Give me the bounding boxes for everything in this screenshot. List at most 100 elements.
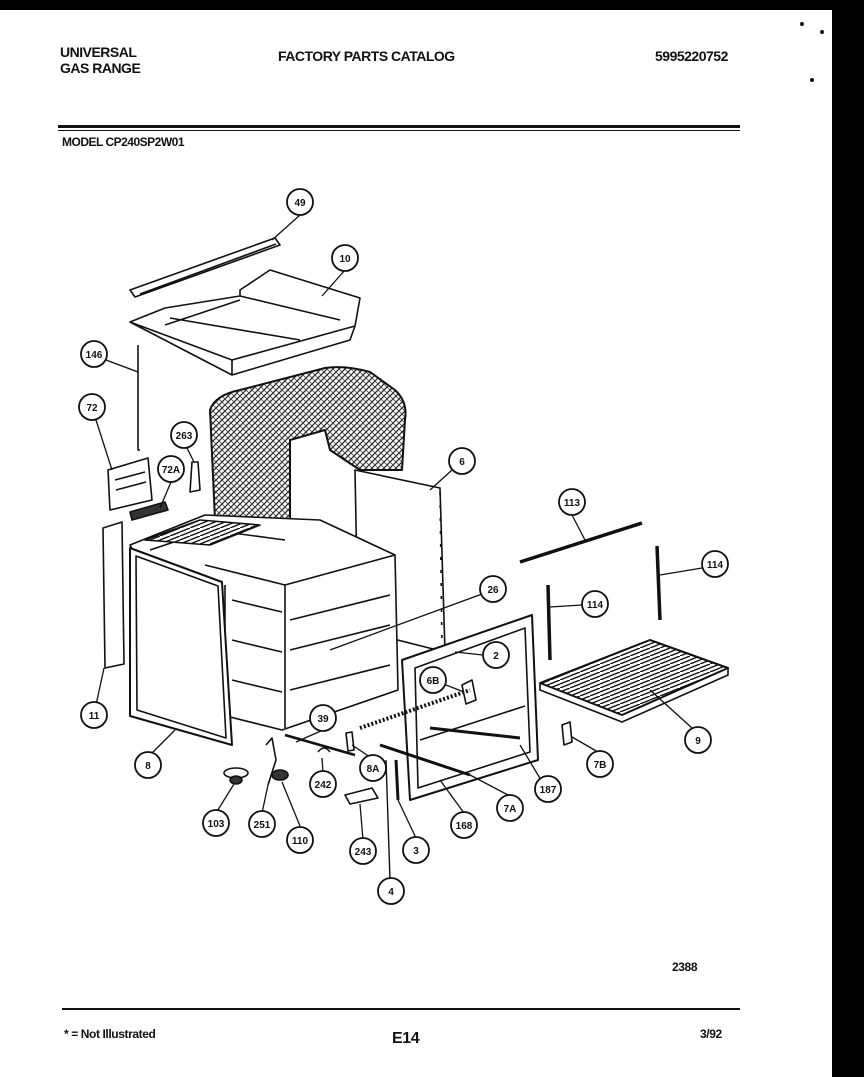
- part-263: [189, 461, 201, 493]
- scan-speck: [800, 22, 804, 26]
- oven-rack-part-9: [539, 639, 729, 723]
- callout-label: 146: [86, 350, 103, 361]
- trim-part-168: [359, 688, 471, 730]
- scan-speck: [810, 78, 814, 82]
- callout-8A: [359, 754, 387, 782]
- binding-edge: [0, 930, 8, 1077]
- callout-label: 26: [487, 585, 499, 596]
- callout-72A: [157, 455, 185, 483]
- callout-label: 103: [208, 819, 225, 830]
- callout-label: 49: [294, 198, 306, 209]
- oven-body: [129, 514, 399, 731]
- part-242: [317, 747, 331, 753]
- bracket-part-72A: [129, 501, 169, 521]
- callout-label: 8: [145, 761, 151, 772]
- handle-part-187: [429, 726, 521, 740]
- callout-label: 6: [459, 457, 465, 468]
- catalog-number: 5995220752: [655, 48, 728, 64]
- callout-label: 113: [564, 498, 581, 509]
- callout-label: 6B: [427, 676, 440, 687]
- callout-label: 187: [540, 785, 557, 796]
- callout-26: [479, 575, 507, 603]
- rod-part-113: [519, 521, 643, 564]
- rail-part-49: [129, 237, 281, 298]
- callout-49: [286, 188, 314, 216]
- callout-114: [701, 550, 729, 578]
- callout-label: 39: [317, 714, 329, 725]
- callout-2: [482, 641, 510, 669]
- callout-label: 2: [493, 651, 499, 662]
- callout-label: 4: [388, 887, 394, 898]
- callout-6B: [419, 666, 447, 694]
- scan-speck: [820, 30, 824, 34]
- callout-circles: [78, 188, 729, 905]
- callout-39: [309, 704, 337, 732]
- header-rule-thin: [58, 130, 740, 131]
- callout-72: [78, 393, 106, 421]
- callout-label: 251: [254, 820, 271, 831]
- callout-243: [349, 837, 377, 865]
- clip-part-7B: [561, 721, 573, 746]
- part-4: [385, 759, 391, 881]
- callout-label: 114: [707, 560, 724, 571]
- part-110: [271, 769, 289, 781]
- callout-8: [134, 751, 162, 779]
- callout-label: 3: [413, 846, 419, 857]
- page-number: E14: [392, 1030, 420, 1047]
- insulation-blanket: [209, 366, 407, 521]
- callout-103: [202, 809, 230, 837]
- side-panel-part-8: [129, 547, 233, 746]
- callout-7A: [496, 794, 524, 822]
- callout-label: 10: [339, 254, 351, 265]
- part-251: [265, 737, 277, 786]
- trim-part-7A: [379, 743, 471, 777]
- bracket-part-72: [107, 457, 153, 511]
- callout-label: 110: [292, 836, 309, 847]
- diagram-number: 2388: [672, 960, 698, 974]
- model-label: MODEL CP240SP2W01: [62, 135, 185, 149]
- callout-9: [684, 726, 712, 754]
- date-code: 3/92: [700, 1027, 722, 1041]
- callout-label: 9: [695, 736, 701, 747]
- callout-label: 72A: [162, 465, 180, 476]
- callout-label: 114: [587, 600, 604, 611]
- callout-label: 242: [315, 780, 332, 791]
- footer-rule: [62, 1008, 740, 1010]
- rod-part-146: [137, 345, 140, 451]
- hinge-part-6B: [461, 679, 477, 705]
- part-8A: [345, 731, 355, 752]
- callout-113: [558, 488, 586, 516]
- callout-label: 11: [89, 711, 100, 722]
- callout-242: [309, 770, 337, 798]
- callout-label: 263: [176, 431, 193, 442]
- rod-part-114-right: [655, 545, 662, 621]
- strip-part-11: [102, 521, 125, 669]
- not-illustrated-note: * = Not Illustrated: [64, 1027, 156, 1041]
- catalog-title: FACTORY PARTS CATALOG: [278, 48, 455, 64]
- callout-168: [450, 811, 478, 839]
- leader-lines: [95, 214, 703, 841]
- callout-label: 168: [456, 821, 473, 832]
- callout-label: 243: [355, 847, 372, 858]
- callout-110: [286, 826, 314, 854]
- part-3: [394, 759, 400, 801]
- callout-labels: 49 10 146 72 72A 263 6 113 114 114 26 2 …: [86, 198, 724, 898]
- callout-label: 7B: [594, 760, 607, 771]
- callout-3: [402, 836, 430, 864]
- callout-114b: [581, 590, 609, 618]
- brand-line-1: UNIVERSAL: [60, 44, 137, 60]
- callout-251: [248, 810, 276, 838]
- callout-187: [534, 775, 562, 803]
- callout-4: [377, 877, 405, 905]
- callout-7B: [586, 750, 614, 778]
- callout-263: [170, 421, 198, 449]
- callout-11: [80, 701, 108, 729]
- rod-part-114-left: [546, 584, 552, 661]
- callout-label: 72: [86, 403, 98, 414]
- callout-146: [80, 340, 108, 368]
- callout-10: [331, 244, 359, 272]
- brand-heading: UNIVERSAL GAS RANGE: [60, 44, 141, 76]
- header-rule-thick: [58, 125, 740, 128]
- brand-line-2: GAS RANGE: [60, 60, 141, 76]
